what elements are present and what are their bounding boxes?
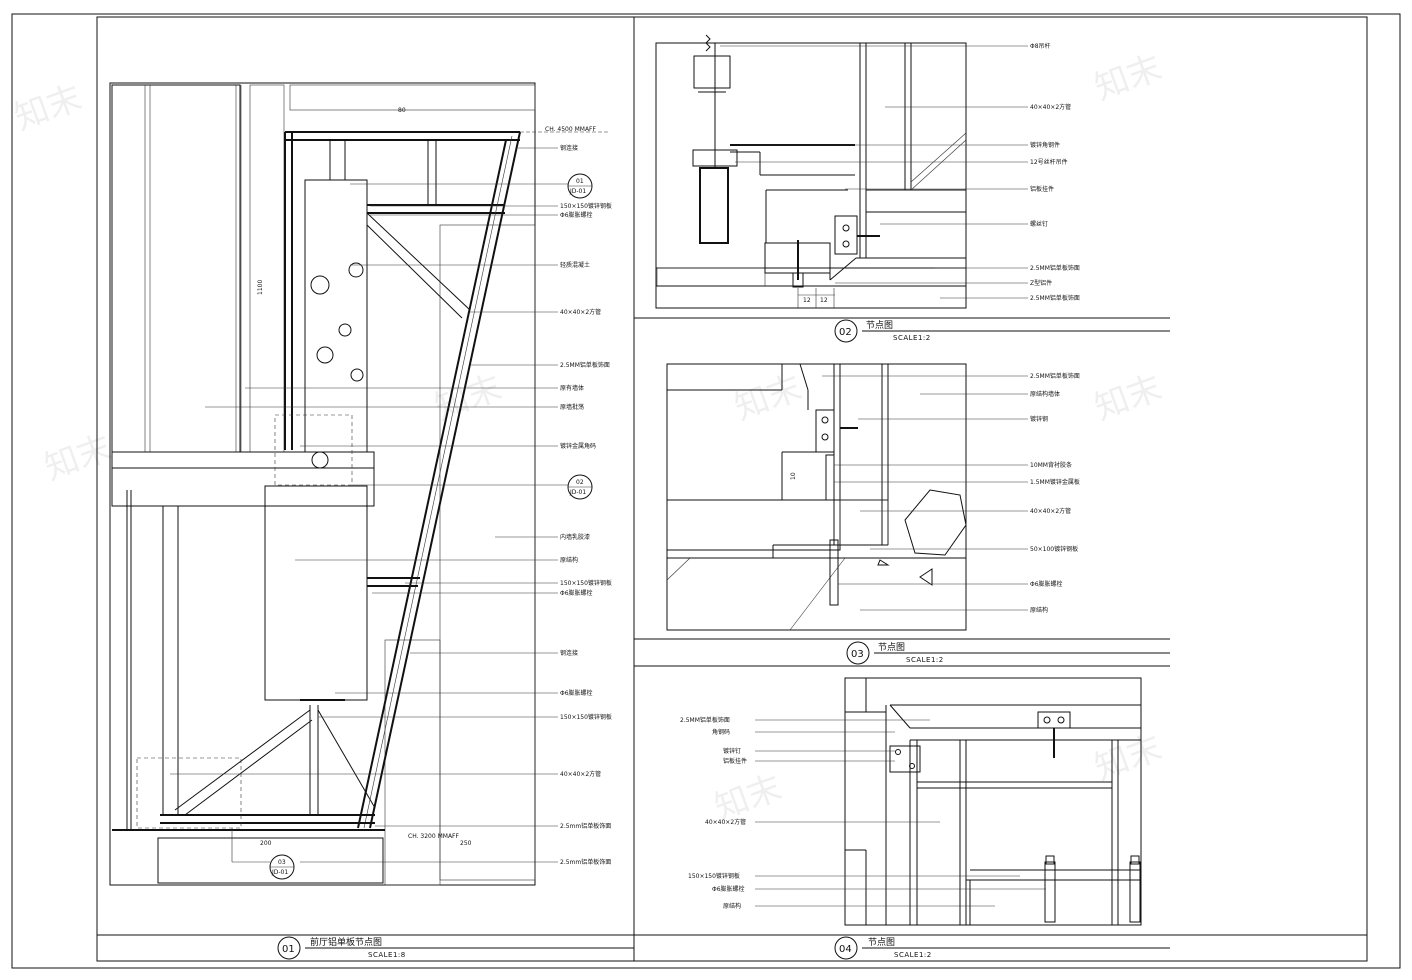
d02-dim-2: 12 [820, 297, 828, 304]
d01-label-17: 40×40×2方管 [560, 770, 601, 778]
detail-04-labels: 2.5MM铝单板饰面 角钢码 镀锌钉 铝板挂件 40×40×2方管 150×15… [680, 716, 1046, 910]
d01-label-19: 2.5mm铝单板饰面 [560, 858, 611, 866]
detail-title: 节点图 [866, 320, 893, 331]
d01-label-8: 原墙批荡 [560, 403, 584, 411]
detail-04-drawing [844, 677, 1142, 926]
detail-scale: SCALE1:2 [906, 656, 944, 664]
watermarks: 知末 知末 知末 知末 知末 知末 知末 知末 [9, 48, 1167, 829]
ref-tag-top: 01 [576, 178, 584, 185]
d01-label-7: 原有墙体 [560, 384, 584, 392]
watermark-text: 知末 [1089, 48, 1167, 109]
d01-label-14: 钢连接 [560, 649, 578, 657]
d01-label-12: 150×150镀锌钢板 [560, 579, 612, 587]
d01-label-13: Φ6膨胀螺栓 [560, 589, 593, 597]
d03-label-2: 原结构墙体 [1030, 390, 1060, 398]
d04-label-1: 2.5MM铝单板饰面 [680, 716, 730, 724]
d03-label-6: 40×40×2方管 [1030, 507, 1071, 515]
d04-label-4: 铝板挂件 [723, 757, 747, 765]
ref-tag: 01 JD-01 [350, 173, 593, 199]
drawing-frame [96, 16, 1368, 962]
d01-label-6: 2.5MM铝单板饰面 [560, 361, 610, 369]
ref-tag: 03 JD-01 [231, 828, 295, 880]
d02-label-8: Z型铝件 [1030, 279, 1052, 287]
d02-label-5: 铝板挂件 [1030, 185, 1054, 193]
detail-03-labels: 2.5MM铝单板饰面 原结构墙体 镀锌钢 10MM背衬胶条 1.5MM镀锌金属板… [822, 372, 1080, 614]
watermark-text: 知末 [39, 428, 117, 489]
d04-label-3: 镀锌钉 [723, 747, 741, 755]
detail-02-labels: Φ8吊杆 40×40×2方管 镀锌角钢件 12号丝杆吊件 铝板挂件 螺丝钉 2.… [720, 42, 1080, 302]
d01-label-5: 40×40×2方管 [560, 308, 601, 316]
detail-02-drawing: 12 12 [655, 34, 967, 309]
d02-label-9: 2.5MM铝单板饰面 [1030, 294, 1080, 302]
detail-number: 04 [839, 944, 852, 955]
d01-label-3: Φ6膨胀螺栓 [560, 211, 593, 219]
d03-dim-1: 10 [790, 472, 797, 480]
d01-dim-bottom: 200 [260, 840, 272, 847]
d03-label-1: 2.5MM铝单板饰面 [1030, 372, 1080, 380]
detail-title: 节点图 [868, 937, 895, 948]
d02-label-2: 40×40×2方管 [1030, 103, 1071, 111]
d01-level-bottom: CH. 3200 MMAFF [408, 833, 459, 840]
d04-label-8: 原结构 [723, 902, 741, 910]
d01-label-2: 150×150镀锌钢板 [560, 202, 612, 210]
d02-label-3: 镀锌角钢件 [1030, 141, 1060, 149]
detail-scale: SCALE1:2 [894, 951, 932, 959]
detail-01-drawing [109, 82, 610, 886]
detail-01-labels: 钢连接 150×150镀锌钢板 Φ6膨胀螺栓 轻质混凝土 40×40×2方管 2… [170, 107, 612, 880]
d03-label-7: 50×100镀锌钢板 [1030, 545, 1078, 553]
ref-tag-bottom: JD-01 [271, 869, 288, 876]
d02-label-7: 2.5MM铝单板饰面 [1030, 264, 1080, 272]
detail-number: 02 [839, 327, 852, 338]
ref-tag: 02 JD-01 [352, 474, 593, 500]
detail-01-title: 01 前厅铝单板节点图 SCALE1:8 [277, 936, 634, 960]
d04-label-2: 角钢码 [712, 728, 730, 736]
d02-label-6: 螺丝钉 [1030, 220, 1048, 228]
d01-label-4: 轻质混凝土 [560, 261, 590, 269]
d04-label-5: 40×40×2方管 [705, 818, 746, 826]
d01-dim-top: 80 [398, 107, 406, 114]
watermark-text: 知末 [729, 368, 807, 429]
sheet-border [11, 13, 1401, 969]
ref-tag-bottom: JD-01 [569, 188, 586, 195]
d02-label-1: Φ8吊杆 [1030, 42, 1051, 50]
watermark-text: 知末 [1089, 728, 1167, 789]
d03-label-8: Φ6膨胀螺栓 [1030, 580, 1063, 588]
d01-label-15: Φ6膨胀螺栓 [560, 689, 593, 697]
detail-02-title: 02 节点图 SCALE1:2 [634, 317, 1170, 343]
d01-label-10: 内墙乳胶漆 [560, 533, 590, 541]
ref-tag-top: 02 [576, 479, 584, 486]
watermark-text: 知末 [1089, 368, 1167, 429]
d01-label-18: 2.5mm铝单板饰面 [560, 822, 611, 830]
detail-title: 节点图 [878, 642, 905, 653]
detail-title: 前厅铝单板节点图 [310, 936, 382, 948]
d01-dim-right: 250 [460, 840, 472, 847]
detail-03-drawing: 10 [666, 363, 967, 631]
detail-number: 01 [282, 944, 295, 955]
d01-label-9: 镀锌金属角码 [560, 442, 596, 450]
d03-label-4: 10MM背衬胶条 [1030, 461, 1072, 469]
d04-label-7: Φ6膨胀螺栓 [712, 885, 745, 893]
d03-label-9: 原结构 [1030, 606, 1048, 614]
detail-number: 03 [851, 649, 864, 660]
d01-dim-side: 1100 [257, 280, 264, 295]
detail-04-title: 04 节点图 SCALE1:2 [834, 936, 1170, 960]
d02-label-4: 12号丝杆吊件 [1030, 158, 1068, 166]
ref-tag-top: 03 [278, 859, 286, 866]
d01-level-top: CH. 4500 MMAFF [545, 126, 596, 133]
d03-label-5: 1.5MM镀锌金属板 [1030, 478, 1080, 486]
d01-label-16: 150×150镀锌钢板 [560, 713, 612, 721]
d03-label-3: 镀锌钢 [1030, 415, 1048, 423]
detail-03-title: 03 节点图 SCALE1:2 [634, 638, 1170, 667]
ref-tag-bottom: JD-01 [569, 489, 586, 496]
d02-dim-1: 12 [803, 297, 811, 304]
d04-label-6: 150×150镀锌钢板 [688, 872, 740, 880]
d01-label-1: 钢连接 [560, 144, 578, 152]
d01-label-11: 原结构 [560, 556, 578, 564]
detail-scale: SCALE1:8 [368, 951, 406, 959]
watermark-text: 知末 [9, 78, 87, 139]
detail-scale: SCALE1:2 [893, 334, 931, 342]
